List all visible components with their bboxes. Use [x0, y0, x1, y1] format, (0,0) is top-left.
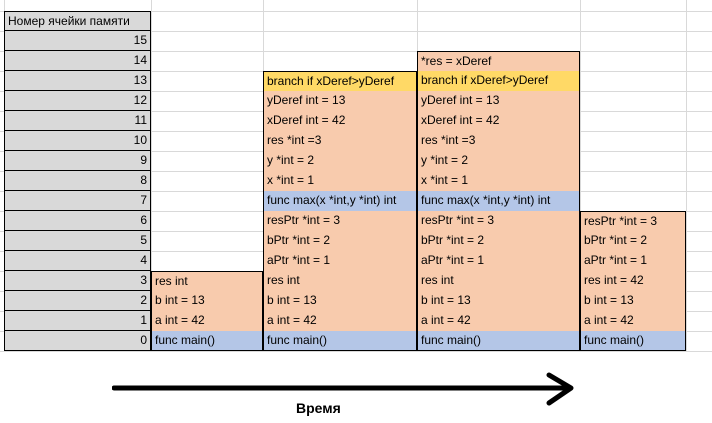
grid-line — [0, 31, 712, 32]
stack-cell-max-call-row-11: xDeref int = 42 — [263, 111, 417, 131]
stack-cell-max-call-row-3: res int — [263, 271, 417, 291]
stack-cell-after-return-row-4: aPtr *int = 1 — [580, 251, 686, 271]
row-number: 7 — [4, 191, 151, 211]
stack-cell-max-call-row-12: yDeref int = 13 — [263, 91, 417, 111]
grid-line — [0, 11, 712, 12]
row-number: 14 — [4, 51, 151, 71]
row-number: 6 — [4, 211, 151, 231]
stack-cell-max-assign-row-10: res *int =3 — [417, 131, 580, 151]
grid-line — [580, 0, 581, 352]
row-number: 5 — [4, 231, 151, 251]
row-number: 15 — [4, 31, 151, 51]
stack-cell-max-call-row-7: func max(x *int,y *int) int — [263, 191, 417, 211]
stack-cell-main-only-row-0: func main() — [151, 331, 263, 351]
stack-cell-max-call-row-2: b int = 13 — [263, 291, 417, 311]
stack-cell-max-assign-row-7: func max(x *int,y *int) int — [417, 191, 580, 211]
stack-cell-max-call-row-8: x *int = 1 — [263, 171, 417, 191]
row-number: 0 — [4, 331, 151, 351]
stack-cell-max-assign-row-2: b int = 13 — [417, 291, 580, 311]
stack-cell-max-call-row-1: a int = 42 — [263, 311, 417, 331]
stack-cell-max-call-row-10: res *int =3 — [263, 131, 417, 151]
row-number: 9 — [4, 151, 151, 171]
time-arrow-icon — [111, 372, 574, 406]
stack-cell-max-assign-row-8: x *int = 1 — [417, 171, 580, 191]
stack-cell-max-assign-row-13: branch if xDeref>yDeref — [417, 71, 580, 91]
grid-line — [151, 0, 152, 352]
stack-cell-max-call-row-6: resPtr *int = 3 — [263, 211, 417, 231]
stack-cell-after-return-row-3: res int = 42 — [580, 271, 686, 291]
stack-cell-max-call-row-4: aPtr *int = 1 — [263, 251, 417, 271]
stack-cell-max-call-row-0: func main() — [263, 331, 417, 351]
stack-cell-max-call-row-9: y *int = 2 — [263, 151, 417, 171]
stack-cell-after-return-row-6: resPtr *int = 3 — [580, 211, 686, 231]
row-number: 2 — [4, 291, 151, 311]
stack-cell-max-call-row-13: branch if xDeref>yDeref — [263, 71, 417, 91]
row-number: 3 — [4, 271, 151, 291]
stack-cell-max-assign-row-12: yDeref int = 13 — [417, 91, 580, 111]
stack-cell-max-assign-row-9: y *int = 2 — [417, 151, 580, 171]
stack-cell-max-assign-row-0: func main() — [417, 331, 580, 351]
memory-cell-header: Номер ячейки памяти — [4, 11, 151, 31]
row-number: 13 — [4, 71, 151, 91]
row-number: 11 — [4, 111, 151, 131]
stack-cell-main-only-row-3: res int — [151, 271, 263, 291]
stack-cell-main-only-row-2: b int = 13 — [151, 291, 263, 311]
time-arrow — [111, 372, 578, 406]
grid-line — [0, 51, 712, 52]
stack-cell-max-assign-row-4: aPtr *int = 1 — [417, 251, 580, 271]
stack-cell-max-assign-row-11: xDeref int = 42 — [417, 111, 580, 131]
stack-cell-max-call-row-5: bPtr *int = 2 — [263, 231, 417, 251]
stack-cell-main-only-row-1: a int = 42 — [151, 311, 263, 331]
stack-cell-after-return-row-2: b int = 13 — [580, 291, 686, 311]
row-number: 12 — [4, 91, 151, 111]
grid-line — [686, 0, 687, 352]
row-number: 1 — [4, 311, 151, 331]
row-number: 10 — [4, 131, 151, 151]
stack-cell-max-assign-row-5: bPtr *int = 2 — [417, 231, 580, 251]
stack-cell-max-assign-row-1: a int = 42 — [417, 311, 580, 331]
row-number: 8 — [4, 171, 151, 191]
row-number: 4 — [4, 251, 151, 271]
stack-cell-after-return-row-5: bPtr *int = 2 — [580, 231, 686, 251]
stack-cell-after-return-row-1: a int = 42 — [580, 311, 686, 331]
stack-cell-max-assign-row-3: res int — [417, 271, 580, 291]
grid-line — [0, 351, 712, 352]
time-label: Время — [296, 400, 341, 416]
stack-cell-max-assign-row-14: *res = xDeref — [417, 51, 580, 71]
stack-cell-after-return-row-0: func main() — [580, 331, 686, 351]
stack-cell-max-assign-row-6: resPtr *int = 3 — [417, 211, 580, 231]
